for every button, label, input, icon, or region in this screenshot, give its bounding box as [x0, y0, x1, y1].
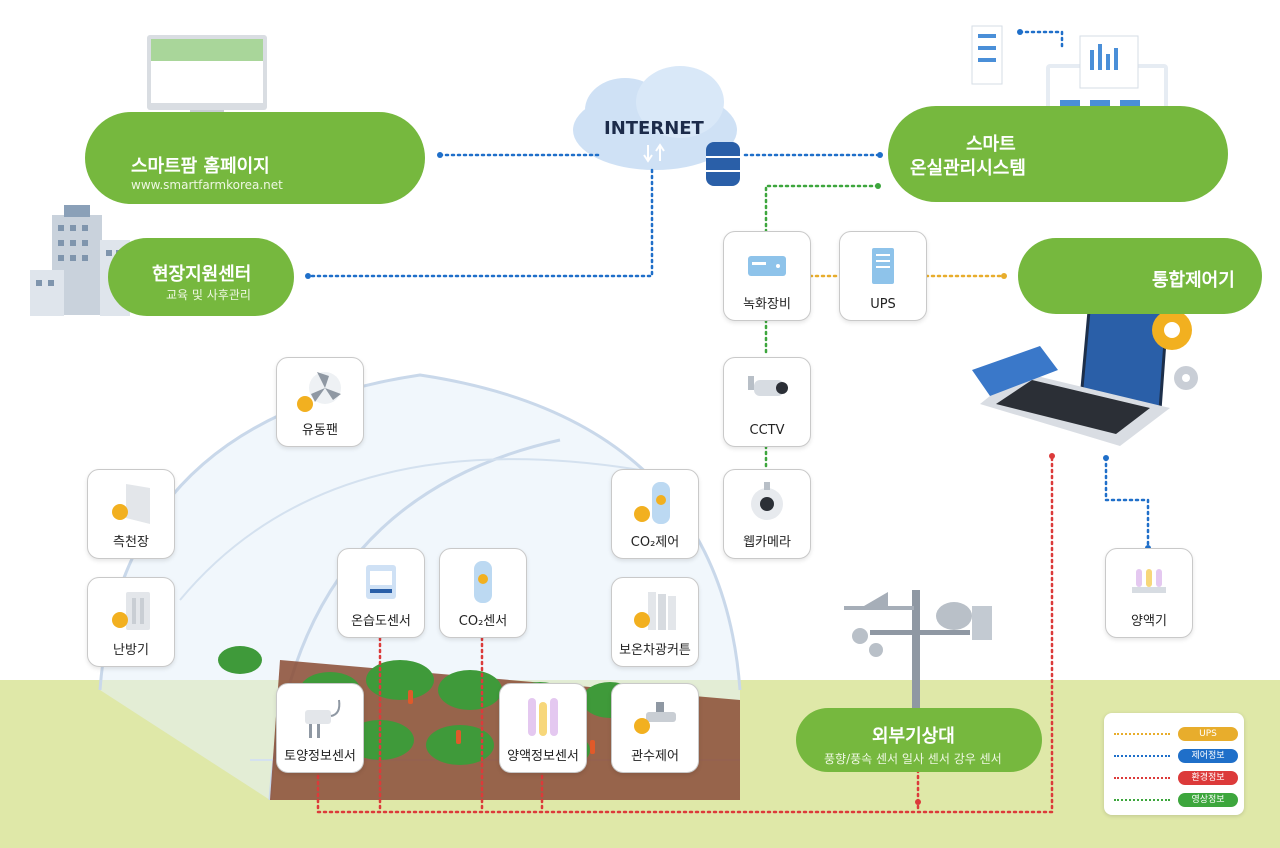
integrated-controller-pill[interactable]: 통합제어기	[1018, 238, 1262, 314]
co2-control-icon	[634, 482, 670, 524]
cctv-label: CCTV	[749, 423, 785, 438]
homepage-url[interactable]: www.smartfarmkorea.net	[131, 178, 283, 192]
soil-sensor-label: 토양정보센서	[284, 749, 356, 764]
curtain-card[interactable]: 보온차광커튼	[611, 577, 699, 667]
legend-item: 영상정보	[1114, 793, 1238, 807]
webcam-card[interactable]: 웹카메라	[723, 469, 811, 559]
curtain-label: 보온차광커튼	[619, 643, 691, 658]
integrated-controller-title: 통합제어기	[1152, 270, 1235, 291]
soil-sensor-card[interactable]: 토양정보센서	[276, 683, 364, 773]
ups-card[interactable]: UPS	[839, 231, 927, 321]
webcam-icon	[751, 482, 783, 520]
heater-icon	[112, 592, 150, 630]
nutrient-machine-label: 양액기	[1131, 614, 1167, 629]
thermo-hygrometer-icon	[366, 565, 396, 599]
irrigation-card[interactable]: 관수제어	[611, 683, 699, 773]
soil-sensor-icon	[305, 699, 341, 738]
cctv-icon	[748, 376, 788, 396]
nutrient-sensor-label: 양액정보센서	[507, 749, 579, 764]
temp-humidity-sensor-card[interactable]: 온습도센서	[337, 548, 425, 638]
nutrient-sensor-card[interactable]: 양액정보센서	[499, 683, 587, 773]
weather-station-subtitle: 풍향/풍속 센서 일사 센서 강우 센서	[824, 752, 1002, 766]
legend-chip: 환경정보	[1178, 771, 1238, 785]
valve-icon	[634, 702, 676, 734]
homepage-pill[interactable]: 스마트팜 홈페이지 www.smartfarmkorea.net	[85, 112, 425, 204]
homepage-title: 스마트팜 홈페이지	[131, 156, 270, 177]
co2-sensor-card[interactable]: CO₂센서	[439, 548, 527, 638]
legend-item: 환경정보	[1114, 771, 1238, 785]
buildings-illustration	[30, 205, 130, 316]
nutrient-machine-card[interactable]: 양액기	[1105, 548, 1193, 638]
legend-chip: UPS	[1178, 727, 1238, 741]
side-window-card[interactable]: 측천장	[87, 469, 175, 559]
co2-control-label: CO₂제어	[630, 535, 680, 550]
legend: UPS 제어정보 환경정보 영상정보	[1104, 713, 1244, 815]
legend-line	[1114, 799, 1170, 801]
weather-station-title: 외부기상대	[872, 726, 955, 747]
fan-card[interactable]: 유동팬	[276, 357, 364, 447]
co2-sensor-icon	[474, 561, 492, 603]
co2-sensor-label: CO₂센서	[458, 614, 508, 629]
internet-label: INTERNET	[604, 118, 704, 139]
support-center-subtitle: 교육 및 사후관리	[166, 288, 251, 302]
ups-icon	[872, 248, 894, 284]
greenhouse-system-title-1: 스마트	[966, 134, 1016, 155]
webcam-label: 웹카메라	[743, 535, 791, 550]
irrigation-label: 관수제어	[631, 749, 679, 764]
legend-line	[1114, 755, 1170, 757]
legend-item: UPS	[1114, 727, 1238, 741]
weather-station-illustration	[844, 590, 992, 710]
internet-cloud	[573, 66, 740, 186]
laptop-illustration	[972, 262, 1198, 446]
legend-line	[1114, 733, 1170, 735]
ups-label: UPS	[870, 297, 896, 312]
support-center-pill[interactable]: 현장지원센터 교육 및 사후관리	[108, 238, 294, 316]
recorder-card[interactable]: 녹화장비	[723, 231, 811, 321]
fan-label: 유동팬	[302, 423, 338, 438]
legend-chip: 제어정보	[1178, 749, 1238, 763]
greenhouse-system-pill[interactable]: 스마트 온실관리시스템	[888, 106, 1228, 202]
heater-label: 난방기	[113, 643, 149, 658]
fan-icon	[297, 372, 341, 412]
temp-humidity-sensor-label: 온습도센서	[351, 614, 411, 629]
side-window-label: 측천장	[113, 535, 149, 550]
window-icon	[112, 484, 150, 524]
legend-chip: 영상정보	[1178, 793, 1238, 807]
weather-station-pill[interactable]: 외부기상대 풍향/풍속 센서 일사 센서 강우 센서	[796, 708, 1042, 772]
recorder-icon	[748, 256, 786, 276]
greenhouse-system-title-2: 온실관리시스템	[910, 158, 1026, 179]
legend-line	[1114, 777, 1170, 779]
cctv-card[interactable]: CCTV	[723, 357, 811, 447]
heater-card[interactable]: 난방기	[87, 577, 175, 667]
co2-control-card[interactable]: CO₂제어	[611, 469, 699, 559]
nutrient-machine-icon	[1132, 569, 1166, 593]
recorder-label: 녹화장비	[743, 297, 791, 312]
test-tube-icon	[528, 698, 558, 736]
legend-item: 제어정보	[1114, 749, 1238, 763]
support-center-title: 현장지원센터	[152, 264, 252, 285]
curtain-icon	[634, 592, 676, 630]
